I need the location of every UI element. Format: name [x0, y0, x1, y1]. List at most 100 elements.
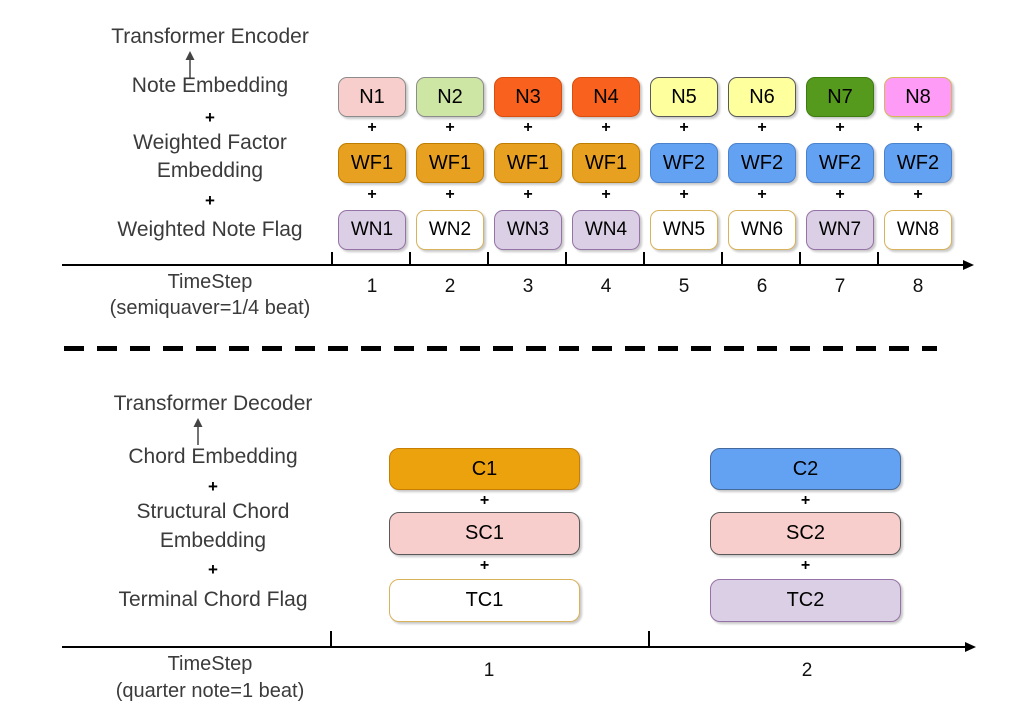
axis-tick	[799, 252, 801, 265]
encoder-row3-label: Weighted Note Flag	[117, 218, 303, 241]
timestep-number: 2	[444, 276, 456, 297]
axis-tick	[565, 252, 567, 265]
note-embedding-box: N1	[338, 77, 406, 117]
weighted-factor-box: WF1	[572, 143, 640, 183]
weighted-note-flag-box: WN2	[416, 210, 484, 250]
decoder-axis-label-line1: TimeStep	[167, 653, 253, 675]
arrow-up-icon	[193, 418, 203, 445]
encoder-time-axis	[62, 264, 965, 266]
structural-chord-embedding-box: SC1	[389, 512, 580, 555]
plus-sign: +	[757, 119, 767, 136]
timestep-number: 1	[366, 276, 378, 297]
encoder-axis-arrowhead-icon	[963, 260, 974, 270]
chord-embedding-box: C2	[710, 448, 901, 490]
encoder-axis-label-line1: TimeStep	[167, 271, 253, 293]
timestep-number: 8	[912, 276, 924, 297]
chord-embedding-box: C1	[389, 448, 580, 490]
note-embedding-box: N7	[806, 77, 874, 117]
encoder-title: Transformer Encoder	[111, 25, 309, 48]
axis-tick	[487, 252, 489, 265]
note-embedding-box: N4	[572, 77, 640, 117]
weighted-factor-box: WF2	[884, 143, 952, 183]
terminal-chord-flag-box: TC2	[710, 579, 901, 622]
plus-sign: +	[208, 477, 218, 496]
plus-sign: +	[479, 492, 490, 509]
decoder-row2-label-line2: Embedding	[159, 529, 267, 552]
timestep-number: 2	[801, 660, 813, 681]
encoder-row1-label: Note Embedding	[131, 74, 289, 97]
encoder-timestep-column: N3 + WF1 + WN3	[489, 77, 567, 250]
plus-sign: +	[205, 191, 215, 210]
encoder-timestep-column: N6 + WF2 + WN6	[723, 77, 801, 250]
plus-sign: +	[800, 557, 811, 574]
plus-sign: +	[523, 119, 533, 136]
weighted-note-flag-box: WN5	[650, 210, 718, 250]
weighted-factor-box: WF1	[494, 143, 562, 183]
timestep-number: 6	[756, 276, 768, 297]
plus-sign: +	[523, 186, 533, 203]
decoder-axis-arrowhead-icon	[965, 642, 976, 652]
decoder-time-axis	[62, 646, 967, 648]
plus-sign: +	[835, 186, 845, 203]
encoder-timestep-column: N1 + WF1 + WN1	[333, 77, 411, 250]
plus-sign: +	[367, 186, 377, 203]
note-embedding-box: N6	[728, 77, 796, 117]
weighted-factor-box: WF2	[806, 143, 874, 183]
weighted-factor-box: WF1	[416, 143, 484, 183]
weighted-note-flag-box: WN8	[884, 210, 952, 250]
weighted-factor-box: WF2	[650, 143, 718, 183]
plus-sign: +	[601, 186, 611, 203]
arrow-up-icon	[185, 51, 195, 78]
terminal-chord-flag-box: TC1	[389, 579, 580, 622]
note-embedding-box: N5	[650, 77, 718, 117]
axis-tick	[648, 631, 650, 646]
timestep-number: 7	[834, 276, 846, 297]
encoder-timestep-column: N8 + WF2 + WN8	[879, 77, 957, 250]
weighted-note-flag-box: WN1	[338, 210, 406, 250]
weighted-note-flag-box: WN7	[806, 210, 874, 250]
plus-sign: +	[601, 119, 611, 136]
weighted-factor-box: WF2	[728, 143, 796, 183]
weighted-factor-box: WF1	[338, 143, 406, 183]
timestep-number: 3	[522, 276, 534, 297]
plus-sign: +	[679, 119, 689, 136]
plus-sign: +	[445, 119, 455, 136]
plus-sign: +	[757, 186, 767, 203]
encoder-row2-label-line1: Weighted Factor	[133, 131, 287, 154]
note-embedding-box: N8	[884, 77, 952, 117]
plus-sign: +	[205, 108, 215, 127]
encoder-timestep-column: N4 + WF1 + WN4	[567, 77, 645, 250]
decoder-row1-label: Chord Embedding	[128, 445, 298, 468]
timestep-number: 5	[678, 276, 690, 297]
plus-sign: +	[367, 119, 377, 136]
decoder-axis-label-line2: (quarter note=1 beat)	[115, 680, 305, 702]
timestep-number: 1	[483, 660, 495, 681]
axis-tick	[409, 252, 411, 265]
encoder-timestep-column: N7 + WF2 + WN7	[801, 77, 879, 250]
plus-sign: +	[913, 119, 923, 136]
plus-sign: +	[208, 560, 218, 579]
axis-tick	[877, 252, 879, 265]
axis-tick	[643, 252, 645, 265]
decoder-row3-label: Terminal Chord Flag	[118, 588, 308, 611]
structural-chord-embedding-box: SC2	[710, 512, 901, 555]
axis-tick	[331, 252, 333, 265]
plus-sign: +	[800, 492, 811, 509]
section-divider	[64, 346, 937, 351]
weighted-note-flag-box: WN6	[728, 210, 796, 250]
decoder-row2-label-line1: Structural Chord	[136, 500, 290, 523]
weighted-note-flag-box: WN4	[572, 210, 640, 250]
timestep-number: 4	[600, 276, 612, 297]
encoder-timestep-column: N5 + WF2 + WN5	[645, 77, 723, 250]
note-embedding-box: N3	[494, 77, 562, 117]
encoder-axis-label-line2: (semiquaver=1/4 beat)	[109, 297, 311, 319]
axis-tick	[330, 631, 332, 646]
weighted-note-flag-box: WN3	[494, 210, 562, 250]
encoder-row2-label-line2: Embedding	[156, 159, 264, 182]
plus-sign: +	[479, 557, 490, 574]
plus-sign: +	[835, 119, 845, 136]
decoder-title: Transformer Decoder	[113, 392, 313, 415]
plus-sign: +	[679, 186, 689, 203]
plus-sign: +	[913, 186, 923, 203]
note-embedding-box: N2	[416, 77, 484, 117]
